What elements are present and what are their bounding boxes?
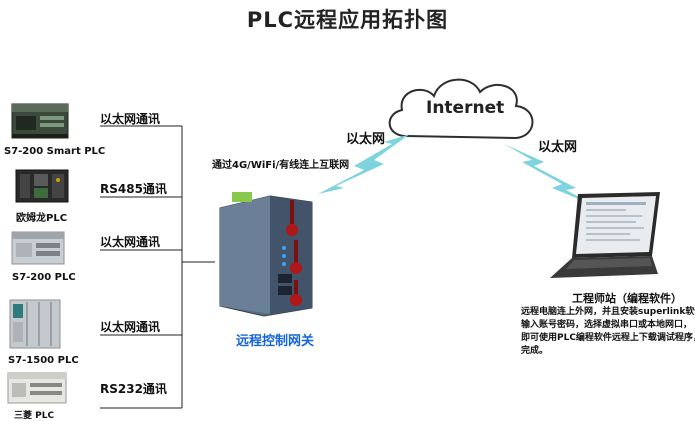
siemens-s7-200-smart-plc-icon <box>10 98 70 142</box>
gateway-caption: 远程控制网关 <box>236 334 315 349</box>
internet-cloud-icon <box>376 66 546 156</box>
engineer-description-line: 输入账号密码，选择虚拟串口或本地网口， <box>521 320 693 330</box>
plc-label: S7-1500 PLC <box>8 355 79 366</box>
link-label: 以太网通讯 <box>100 112 161 126</box>
diagram-title: PLC远程应用拓扑图 <box>246 8 449 32</box>
gateway-connection-text: 通过4G/WiFi/有线连上互联网 <box>212 160 350 171</box>
link-label: 以太网通讯 <box>100 235 161 249</box>
engineer-station-title: 工程师站（编程软件） <box>572 292 682 305</box>
ethernet-right-label: 以太网 <box>538 140 578 155</box>
link-label: RS232通讯 <box>100 382 167 396</box>
ethernet-left-label: 以太网 <box>346 132 386 147</box>
siemens-s7-1500-plc-icon <box>8 298 62 350</box>
left-lightning-bolt-icon <box>314 130 414 196</box>
engineer-description-line: 完成。 <box>521 346 549 356</box>
plc-label: S7-200 Smart PLC <box>4 146 106 157</box>
plc-label: 欧姆龙PLC <box>16 213 68 224</box>
siemens-s7-200-plc-icon <box>10 228 66 268</box>
mitsubishi-plc-icon <box>6 370 68 406</box>
plc-label: S7-200 PLC <box>12 272 76 283</box>
remote-gateway-device-icon <box>212 188 322 318</box>
engineer-description-line: 远程电脑连上外网，并且安装superlink软件， <box>521 307 695 317</box>
link-label: RS485通讯 <box>100 182 167 196</box>
engineer-laptop-icon <box>546 190 666 282</box>
internet-label: Internet <box>426 98 505 118</box>
engineer-description-line: 即可使用PLC编程软件远程上下载调试程序， <box>521 333 695 343</box>
link-label: 以太网通讯 <box>100 320 161 334</box>
omron-plc-icon <box>14 166 70 206</box>
plc-label: 三菱 PLC <box>14 411 55 421</box>
right-lightning-bolt-icon <box>500 140 600 210</box>
